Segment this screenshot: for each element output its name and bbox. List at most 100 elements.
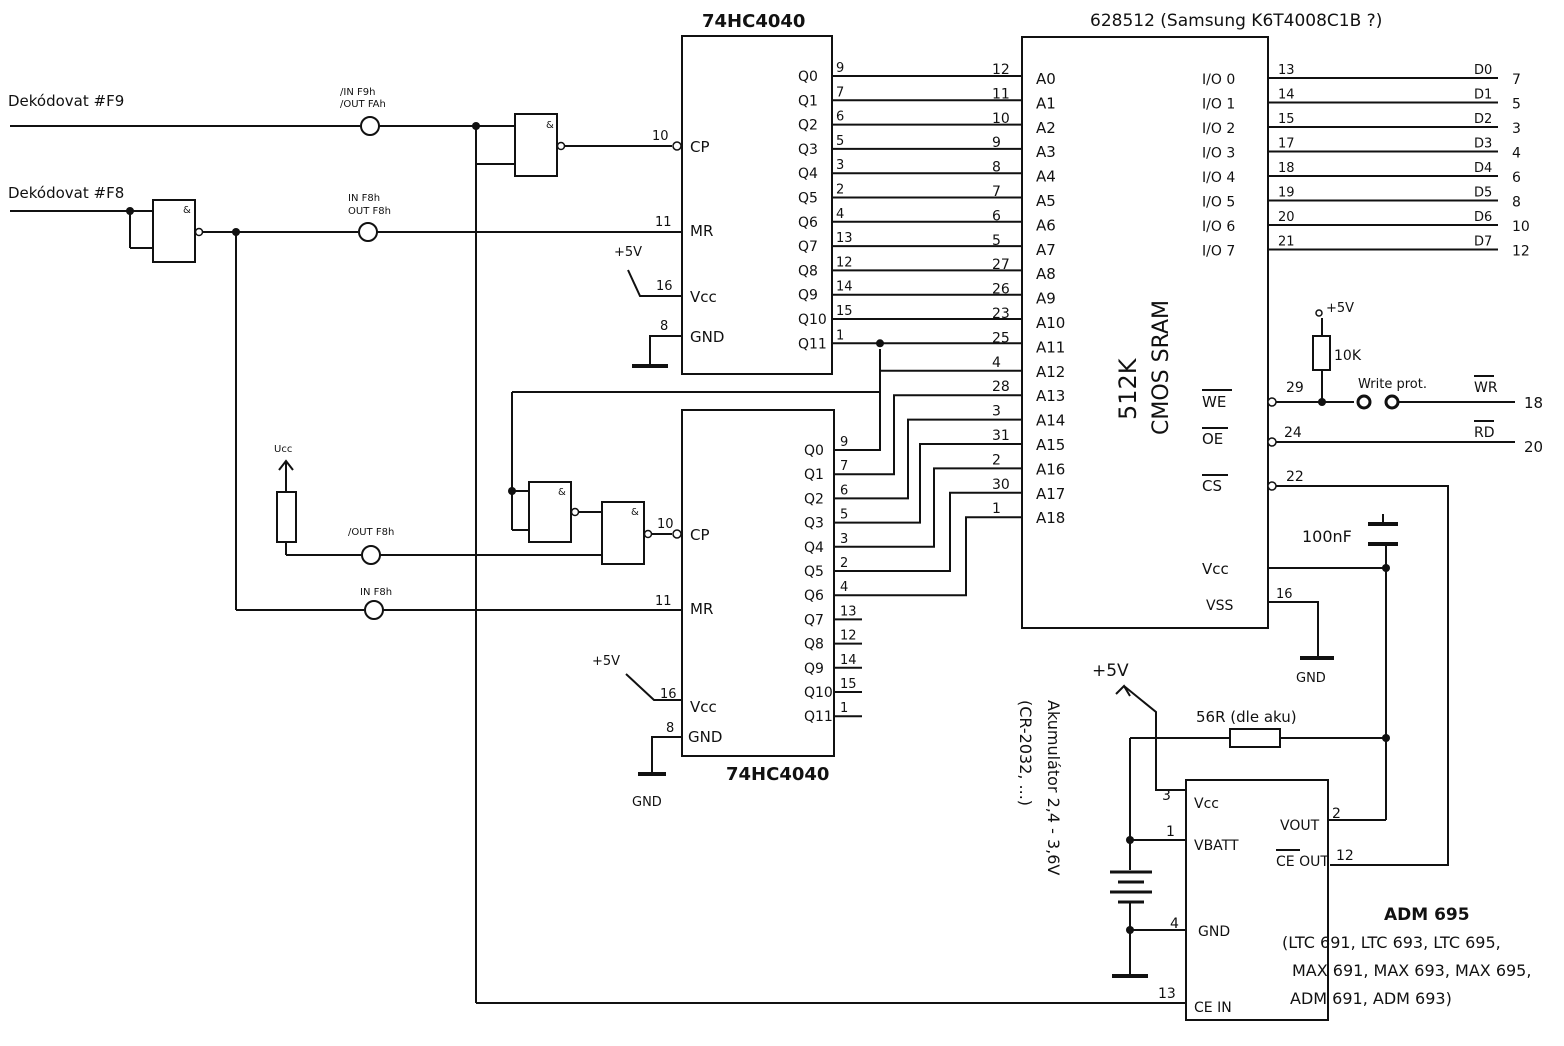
counter-top-pin: 15 [836,304,853,319]
battery-label-1: Akumulátor 2,4 - 3,6V [1044,700,1063,875]
svg-text:24: 24 [1284,425,1302,441]
counter-bottom-q2: Q2 [804,491,824,507]
slot-pin: 4 [1512,146,1521,162]
svg-text:16: 16 [660,687,677,702]
write-protect-jumper-b[interactable] [1384,394,1400,410]
sram-io-1: I/O 1 [1202,97,1235,113]
svg-text:&: & [546,120,554,131]
label-c4: IN F8h [360,587,392,598]
sram-pin-a2: A2 [1036,119,1056,137]
counter-top-q2: Q2 [798,118,818,134]
counter-top-q1: Q1 [798,93,818,109]
svg-text:18: 18 [1524,394,1543,412]
data-bus-d2: D2 [1474,112,1492,127]
svg-text:16: 16 [656,279,673,294]
label-dekodovat-f9: Dekódovat #F9 [8,92,124,110]
counter-bottom-pin: 9 [840,435,848,450]
svg-text:11: 11 [655,215,672,230]
sram-pin-number: 31 [992,428,1010,444]
counter-bottom-q8: Q8 [804,637,824,653]
counter-top-title: 74HC4040 [702,11,805,32]
svg-text:MR: MR [690,222,713,240]
counter-bottom-pin: 6 [840,483,848,498]
svg-text:MAX 691, MAX 693, MAX 695,: MAX 691, MAX 693, MAX 695, [1292,961,1531,980]
sram-pin-number: 25 [992,330,1010,346]
sram-io-pin: 13 [1278,63,1295,78]
sram-io-pin: 21 [1278,235,1295,250]
svg-text:Vcc: Vcc [1202,560,1229,578]
write-protect-jumper-a[interactable] [1356,394,1372,410]
counter-top-q6: Q6 [798,215,818,231]
sram-pin-number: 12 [992,62,1010,78]
slot-pin: 7 [1512,72,1521,88]
data-bus-d4: D4 [1474,161,1492,176]
slot-pin: 6 [1512,170,1521,186]
data-bus-d1: D1 [1474,88,1492,103]
counter-top-q11: Q11 [798,336,827,352]
counter-top-pin: 7 [836,85,844,100]
counter-bottom-pin: 4 [840,580,848,595]
sram-title: 628512 (Samsung K6T4008C1B ?) [1090,11,1382,31]
nand-gate-top [514,113,558,177]
counter-top-q0: Q0 [798,69,818,85]
sram-pin-a16: A16 [1036,460,1065,478]
sram-pin-number: 3 [992,404,1001,420]
counter-top-chip [681,35,833,375]
counter-bottom-q10: Q10 [804,685,833,701]
counter-top-q7: Q7 [798,239,818,255]
slot-pin: 3 [1512,121,1521,137]
sram-pin-number: 7 [992,184,1001,200]
svg-text:&: & [183,205,191,216]
svg-text:GND: GND [1198,924,1230,940]
connector-out-f8 [361,545,381,565]
counter-bottom-q4: Q4 [804,540,824,556]
slot-pin: 10 [1512,219,1530,235]
label-dekodovat-f8: Dekódovat #F8 [8,184,124,202]
svg-text:11: 11 [655,594,672,609]
sram-io-pin: 20 [1278,210,1295,225]
data-bus-d3: D3 [1474,137,1492,152]
counter-top-pin: 4 [836,207,844,222]
sram-pin-a8: A8 [1036,265,1056,283]
svg-text:29: 29 [1286,380,1304,396]
svg-text:8: 8 [660,319,668,334]
sram-pin-number: 30 [992,477,1010,493]
sram-pin-number: 23 [992,306,1010,322]
counter-bottom-pin: 7 [840,459,848,474]
sram-pin-a6: A6 [1036,216,1056,234]
svg-text:12: 12 [1336,848,1354,864]
sram-pin-number: 10 [992,111,1010,127]
label-c2-line2: OUT F8h [348,206,391,217]
sram-pin-a11: A11 [1036,338,1065,356]
label-c3: /OUT F8h [348,527,394,538]
svg-text:22: 22 [1286,469,1304,485]
supervisor-chip [1185,779,1329,1021]
counter-top-pin: 2 [836,183,844,198]
counter-bottom-q11: Q11 [804,709,833,725]
sram-io-0: I/O 0 [1202,72,1235,88]
svg-text:10: 10 [652,129,669,144]
data-bus-d6: D6 [1474,210,1492,225]
svg-text:GND: GND [632,795,662,810]
pullup-resistor [276,491,297,543]
sram-pin-a12: A12 [1036,363,1065,381]
sram-pin-number: 1 [992,501,1001,517]
svg-text:GND: GND [688,728,722,746]
counter-top-pin: 13 [836,231,853,246]
counter-bottom-pin: 13 [840,604,857,619]
counter-bottom-pin: 3 [840,532,848,547]
sram-io-pin: 19 [1278,186,1295,201]
sram-cs: CS [1202,477,1222,495]
sram-io-4: I/O 4 [1202,170,1235,186]
svg-text:RD: RD [1474,425,1495,441]
sram-pin-a7: A7 [1036,241,1056,259]
svg-text:3: 3 [1162,788,1171,804]
svg-text:2: 2 [1332,806,1341,822]
sram-io-2: I/O 2 [1202,121,1235,137]
data-bus-d7: D7 [1474,235,1492,250]
svg-text:+5V: +5V [614,245,642,260]
supervisor-name: ADM 695 [1384,905,1470,925]
sram-we: WE [1202,393,1226,411]
svg-text:VOUT: VOUT [1280,818,1320,834]
counter-bottom-q5: Q5 [804,564,824,580]
